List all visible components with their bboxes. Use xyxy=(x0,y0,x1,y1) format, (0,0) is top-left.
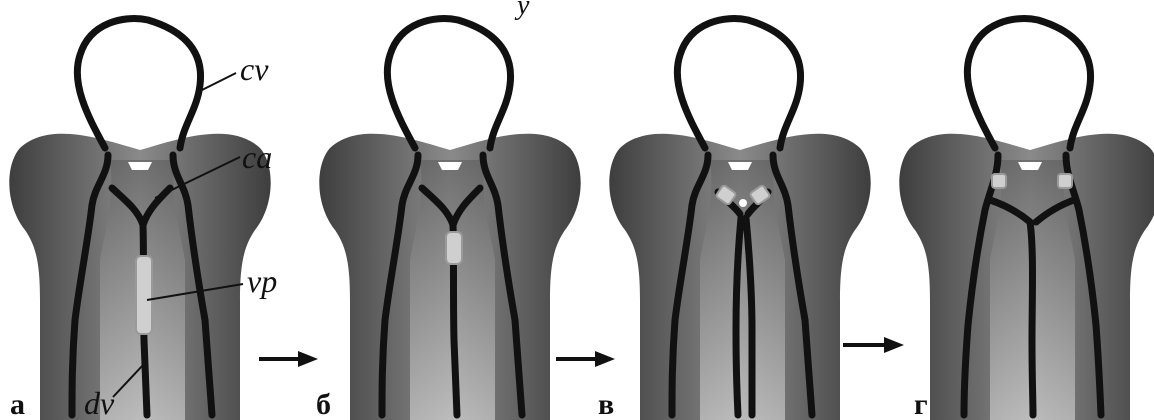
panel-letter-v: в xyxy=(598,388,614,420)
vessel-patch xyxy=(136,256,152,334)
top-text-fragment: y xyxy=(514,0,530,21)
vessel-patch xyxy=(446,232,462,264)
floor-bright xyxy=(128,162,152,170)
vessel-patch-right xyxy=(1058,174,1072,188)
panel-g: г xyxy=(899,19,1154,420)
midline-region xyxy=(700,160,785,420)
dv-label: dv xyxy=(84,385,115,420)
panel-letter-a: а xyxy=(10,388,25,420)
vp-label: vp xyxy=(247,263,277,299)
panel-v: в xyxy=(598,19,871,420)
vessel-patch-left xyxy=(992,174,1006,188)
floor-bright xyxy=(728,162,752,170)
cardinal-vein-loop xyxy=(77,19,200,148)
ca-label: ca xyxy=(242,139,272,175)
cardinal-vein-loop xyxy=(387,19,510,148)
arrow-a-to-b xyxy=(259,351,318,367)
cv-label: cv xyxy=(240,51,269,87)
panel-a: cv ca vp dv а xyxy=(9,19,277,420)
panel-b: б xyxy=(316,19,581,420)
floor-bright xyxy=(438,162,462,170)
arrow-b-to-v xyxy=(556,351,615,367)
floor-bright xyxy=(1018,162,1042,170)
panel-letter-b: б xyxy=(316,388,331,420)
cardinal-vein-loop xyxy=(967,19,1090,148)
panel-letter-g: г xyxy=(914,388,928,420)
junction-dot xyxy=(739,199,747,207)
cardinal-vein-loop xyxy=(677,19,800,148)
arrow-v-to-g xyxy=(843,337,904,353)
